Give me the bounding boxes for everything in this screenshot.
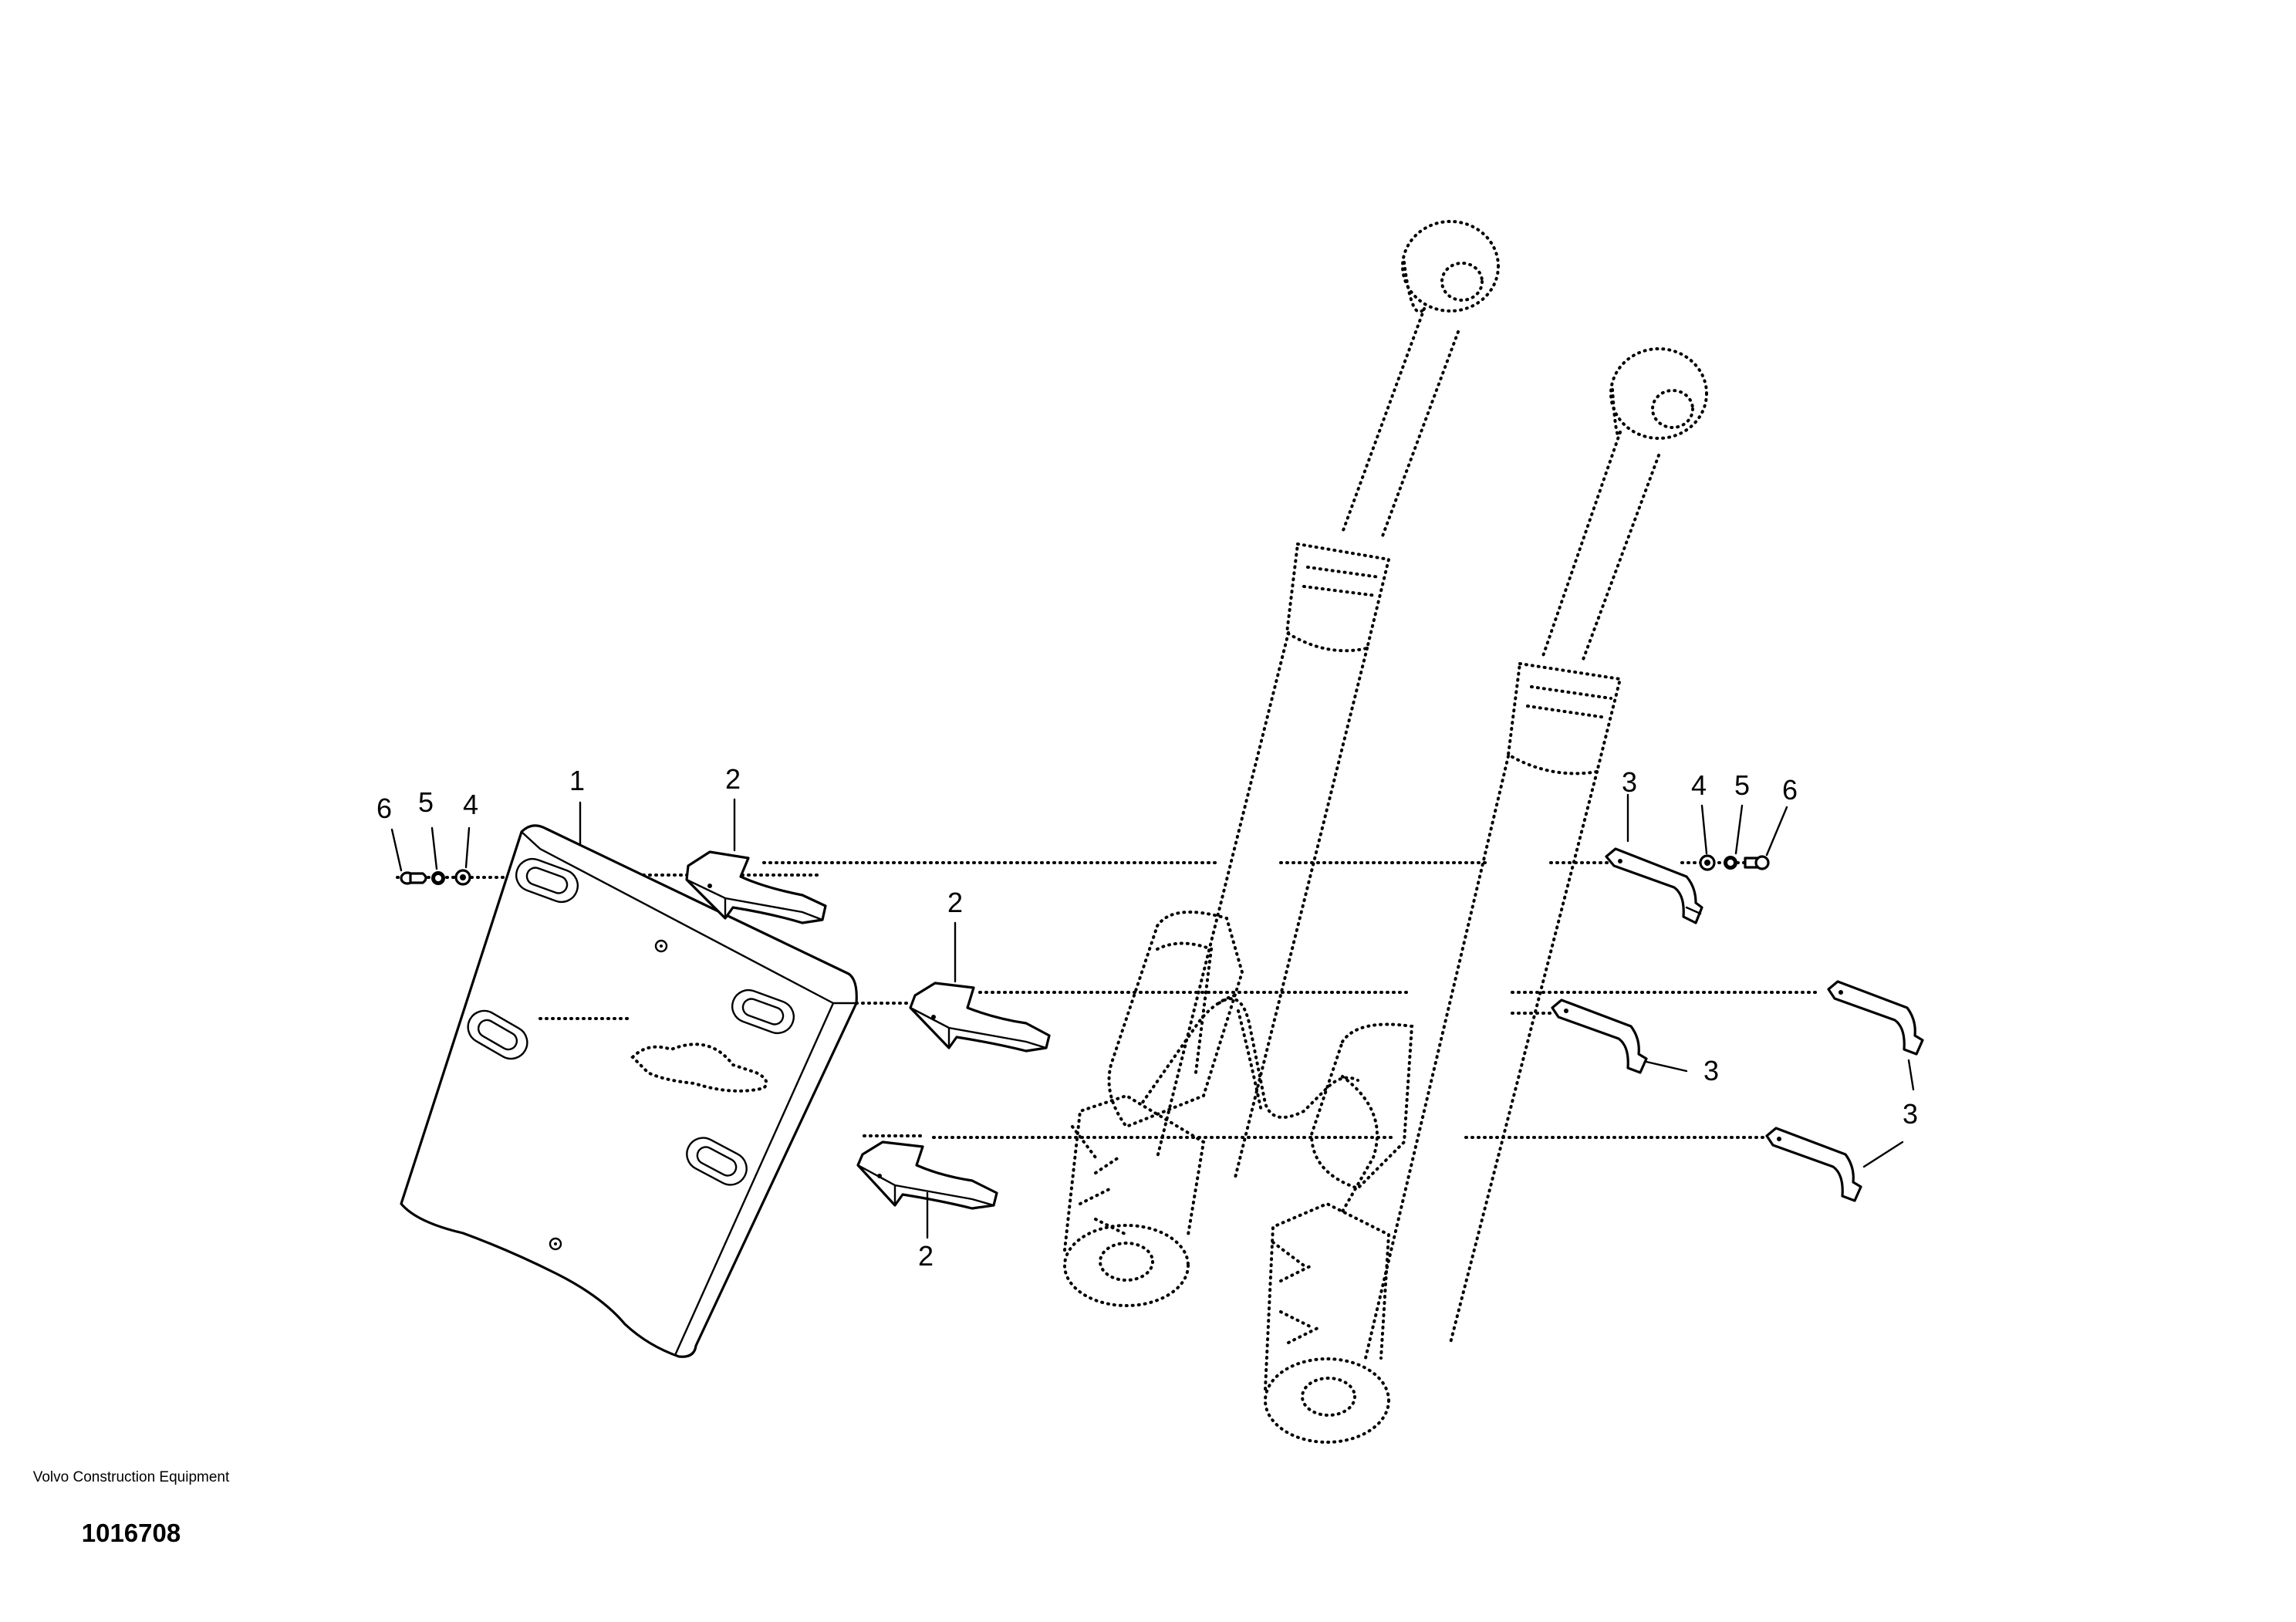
callout-numbers: 6 5 4 1 2 2 2 3 4 5 6 3 3 — [376, 763, 1918, 1272]
phantom-cylinders — [1063, 220, 1708, 1444]
right-mid-far-clamp — [1827, 980, 1924, 1056]
left-fasteners — [400, 869, 471, 886]
guard-plate — [400, 824, 858, 1358]
callout-3-lower: 3 — [1903, 1098, 1918, 1130]
callout-6-left: 6 — [376, 792, 392, 824]
callout-5-left: 5 — [418, 786, 434, 818]
plate-slot-3 — [731, 988, 795, 1035]
left-washer — [454, 869, 471, 886]
right-washer — [1699, 854, 1716, 871]
plate-slot-4 — [686, 1137, 748, 1186]
company-caption: Volvo Construction Equipment — [32, 1469, 230, 1485]
right-fasteners — [1699, 854, 1770, 871]
upper-bracket — [685, 850, 827, 924]
callout-2-upper: 2 — [725, 763, 741, 795]
callout-5-right: 5 — [1734, 769, 1750, 801]
right-lower-clamp — [1765, 1127, 1862, 1202]
callout-4-left: 4 — [463, 789, 478, 820]
right-middle-clamp — [1551, 999, 1648, 1074]
middle-bracket — [909, 982, 1051, 1053]
callout-6-right: 6 — [1782, 774, 1798, 806]
plate-slot-2 — [467, 1009, 528, 1060]
callout-4-right: 4 — [1691, 769, 1707, 801]
plate-slot-1 — [515, 857, 579, 904]
right-nut — [1724, 856, 1737, 870]
callout-3-middle: 3 — [1703, 1055, 1719, 1086]
right-screw — [1744, 855, 1770, 870]
callout-1: 1 — [569, 765, 585, 796]
callout-3-upper: 3 — [1622, 766, 1637, 798]
lower-bracket — [856, 1140, 998, 1210]
callout-leaders — [390, 793, 1915, 1239]
callout-2-middle: 2 — [947, 887, 963, 918]
left-screw — [400, 871, 427, 885]
right-upper-clamp — [1605, 847, 1703, 924]
left-nut — [431, 871, 445, 885]
drawing-number: 1016708 — [81, 1519, 181, 1547]
callout-2-lower: 2 — [918, 1240, 934, 1272]
